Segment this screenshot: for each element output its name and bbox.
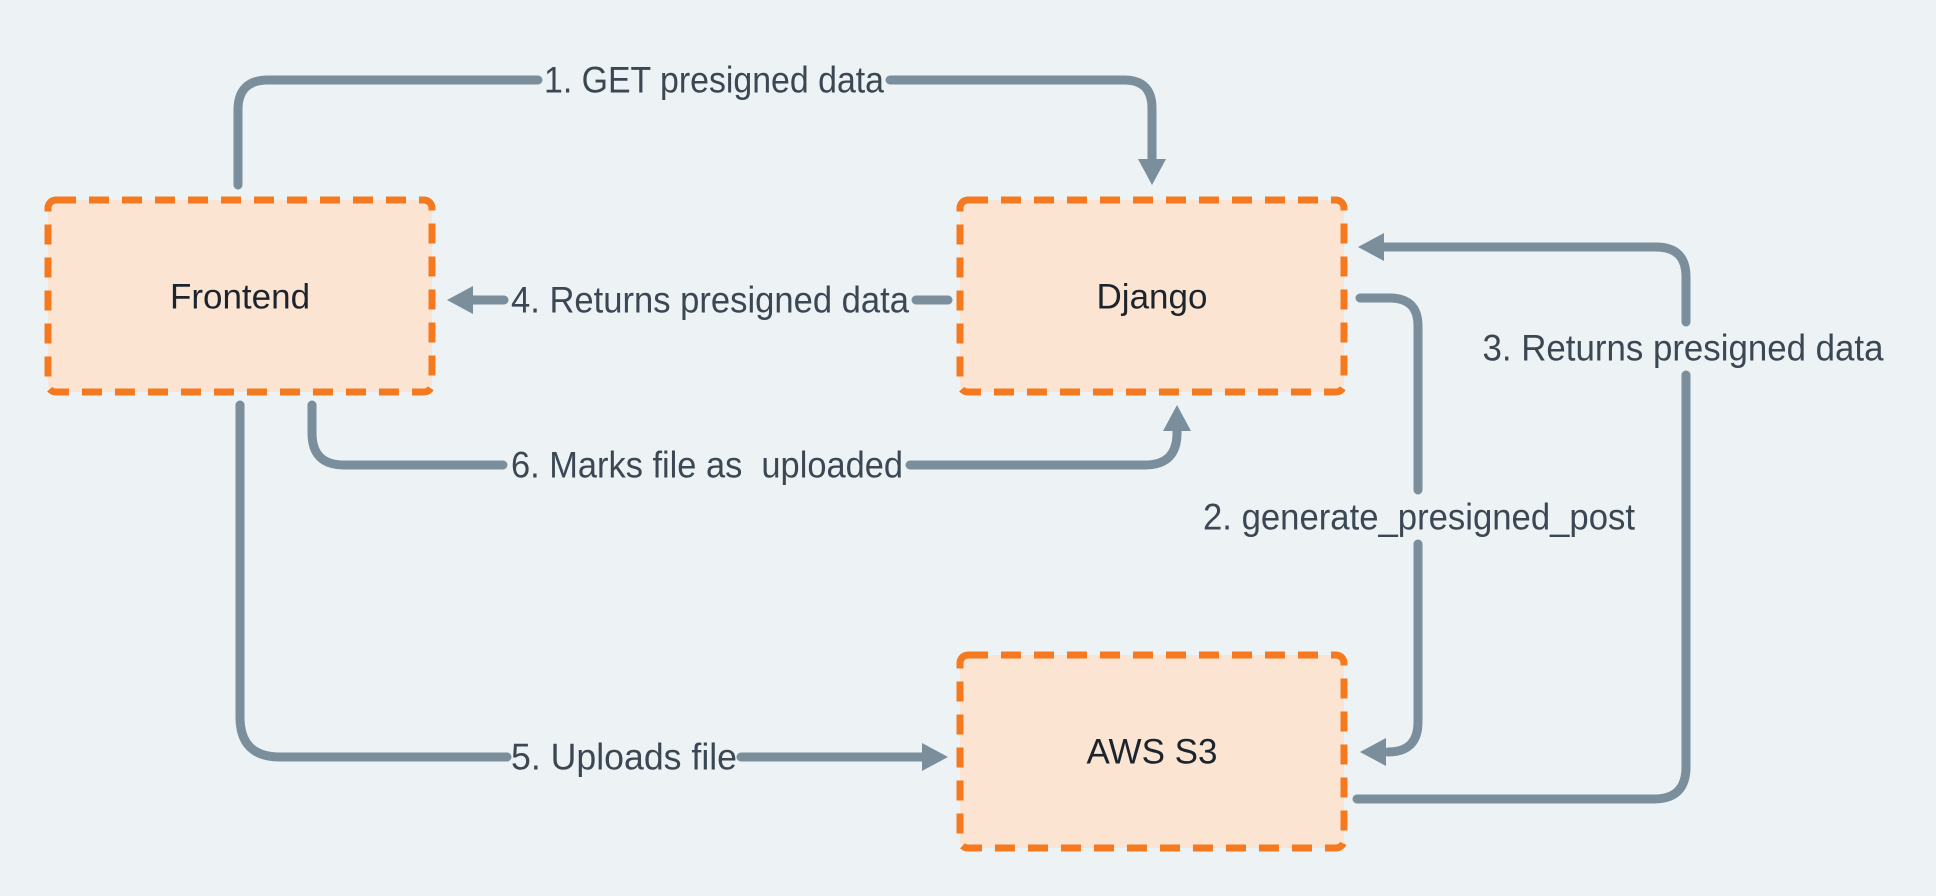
edge-step-1-path-start bbox=[233, 75, 543, 190]
edge-step-2-path-end bbox=[1383, 539, 1423, 757]
edge-step-1-path-end bbox=[885, 75, 1157, 165]
edge-step-6-path-start bbox=[307, 400, 508, 470]
node-aws-s3-box bbox=[956, 651, 1348, 852]
edge-step-5: 5. Uploads file bbox=[235, 400, 948, 778]
arrowhead-left-icon bbox=[1358, 233, 1384, 261]
edge-step-3: 3. Returns presigned data bbox=[1352, 233, 1884, 804]
node-frontend-label: Frontend bbox=[170, 278, 310, 317]
node-frontend-box bbox=[44, 196, 436, 396]
edge-step-5-label: 5. Uploads file bbox=[511, 737, 737, 778]
arrowhead-up-icon bbox=[1163, 405, 1191, 431]
node-frontend: Frontend bbox=[44, 196, 436, 396]
edge-step-3-path-start bbox=[1352, 370, 1691, 804]
edge-step-3-path-end bbox=[1379, 242, 1691, 327]
node-django-box bbox=[956, 196, 1348, 396]
edge-step-2-label: 2. generate_presigned_post bbox=[1203, 497, 1636, 538]
edge-step-1-label: 1. GET presigned data bbox=[544, 60, 884, 101]
node-aws-s3: AWS S3 bbox=[956, 651, 1348, 852]
arrowhead-down-icon bbox=[1138, 159, 1166, 185]
node-django-label: Django bbox=[1097, 278, 1208, 317]
edge-step-4-label: 4. Returns presigned data bbox=[511, 280, 909, 321]
arrowhead-right-icon bbox=[922, 743, 948, 771]
node-django: Django bbox=[956, 196, 1348, 396]
edge-step-6: 6. Marks file as uploaded bbox=[307, 400, 1191, 486]
node-aws-s3-label: AWS S3 bbox=[1087, 733, 1218, 772]
edge-step-4: 4. Returns presigned data bbox=[447, 280, 953, 321]
edge-step-1: 1. GET presigned data bbox=[233, 60, 1166, 190]
edge-step-2: 2. generate_presigned_post bbox=[1203, 293, 1636, 766]
edge-step-6-path-end bbox=[905, 425, 1182, 470]
edge-step-3-label: 3. Returns presigned data bbox=[1483, 328, 1884, 369]
edge-step-5-path-start bbox=[235, 400, 512, 762]
edge-step-2-path-start bbox=[1355, 293, 1423, 495]
edge-step-6-label: 6. Marks file as uploaded bbox=[511, 445, 903, 486]
arrowhead-left-icon bbox=[1360, 738, 1386, 766]
arrowhead-left-icon bbox=[447, 286, 473, 314]
